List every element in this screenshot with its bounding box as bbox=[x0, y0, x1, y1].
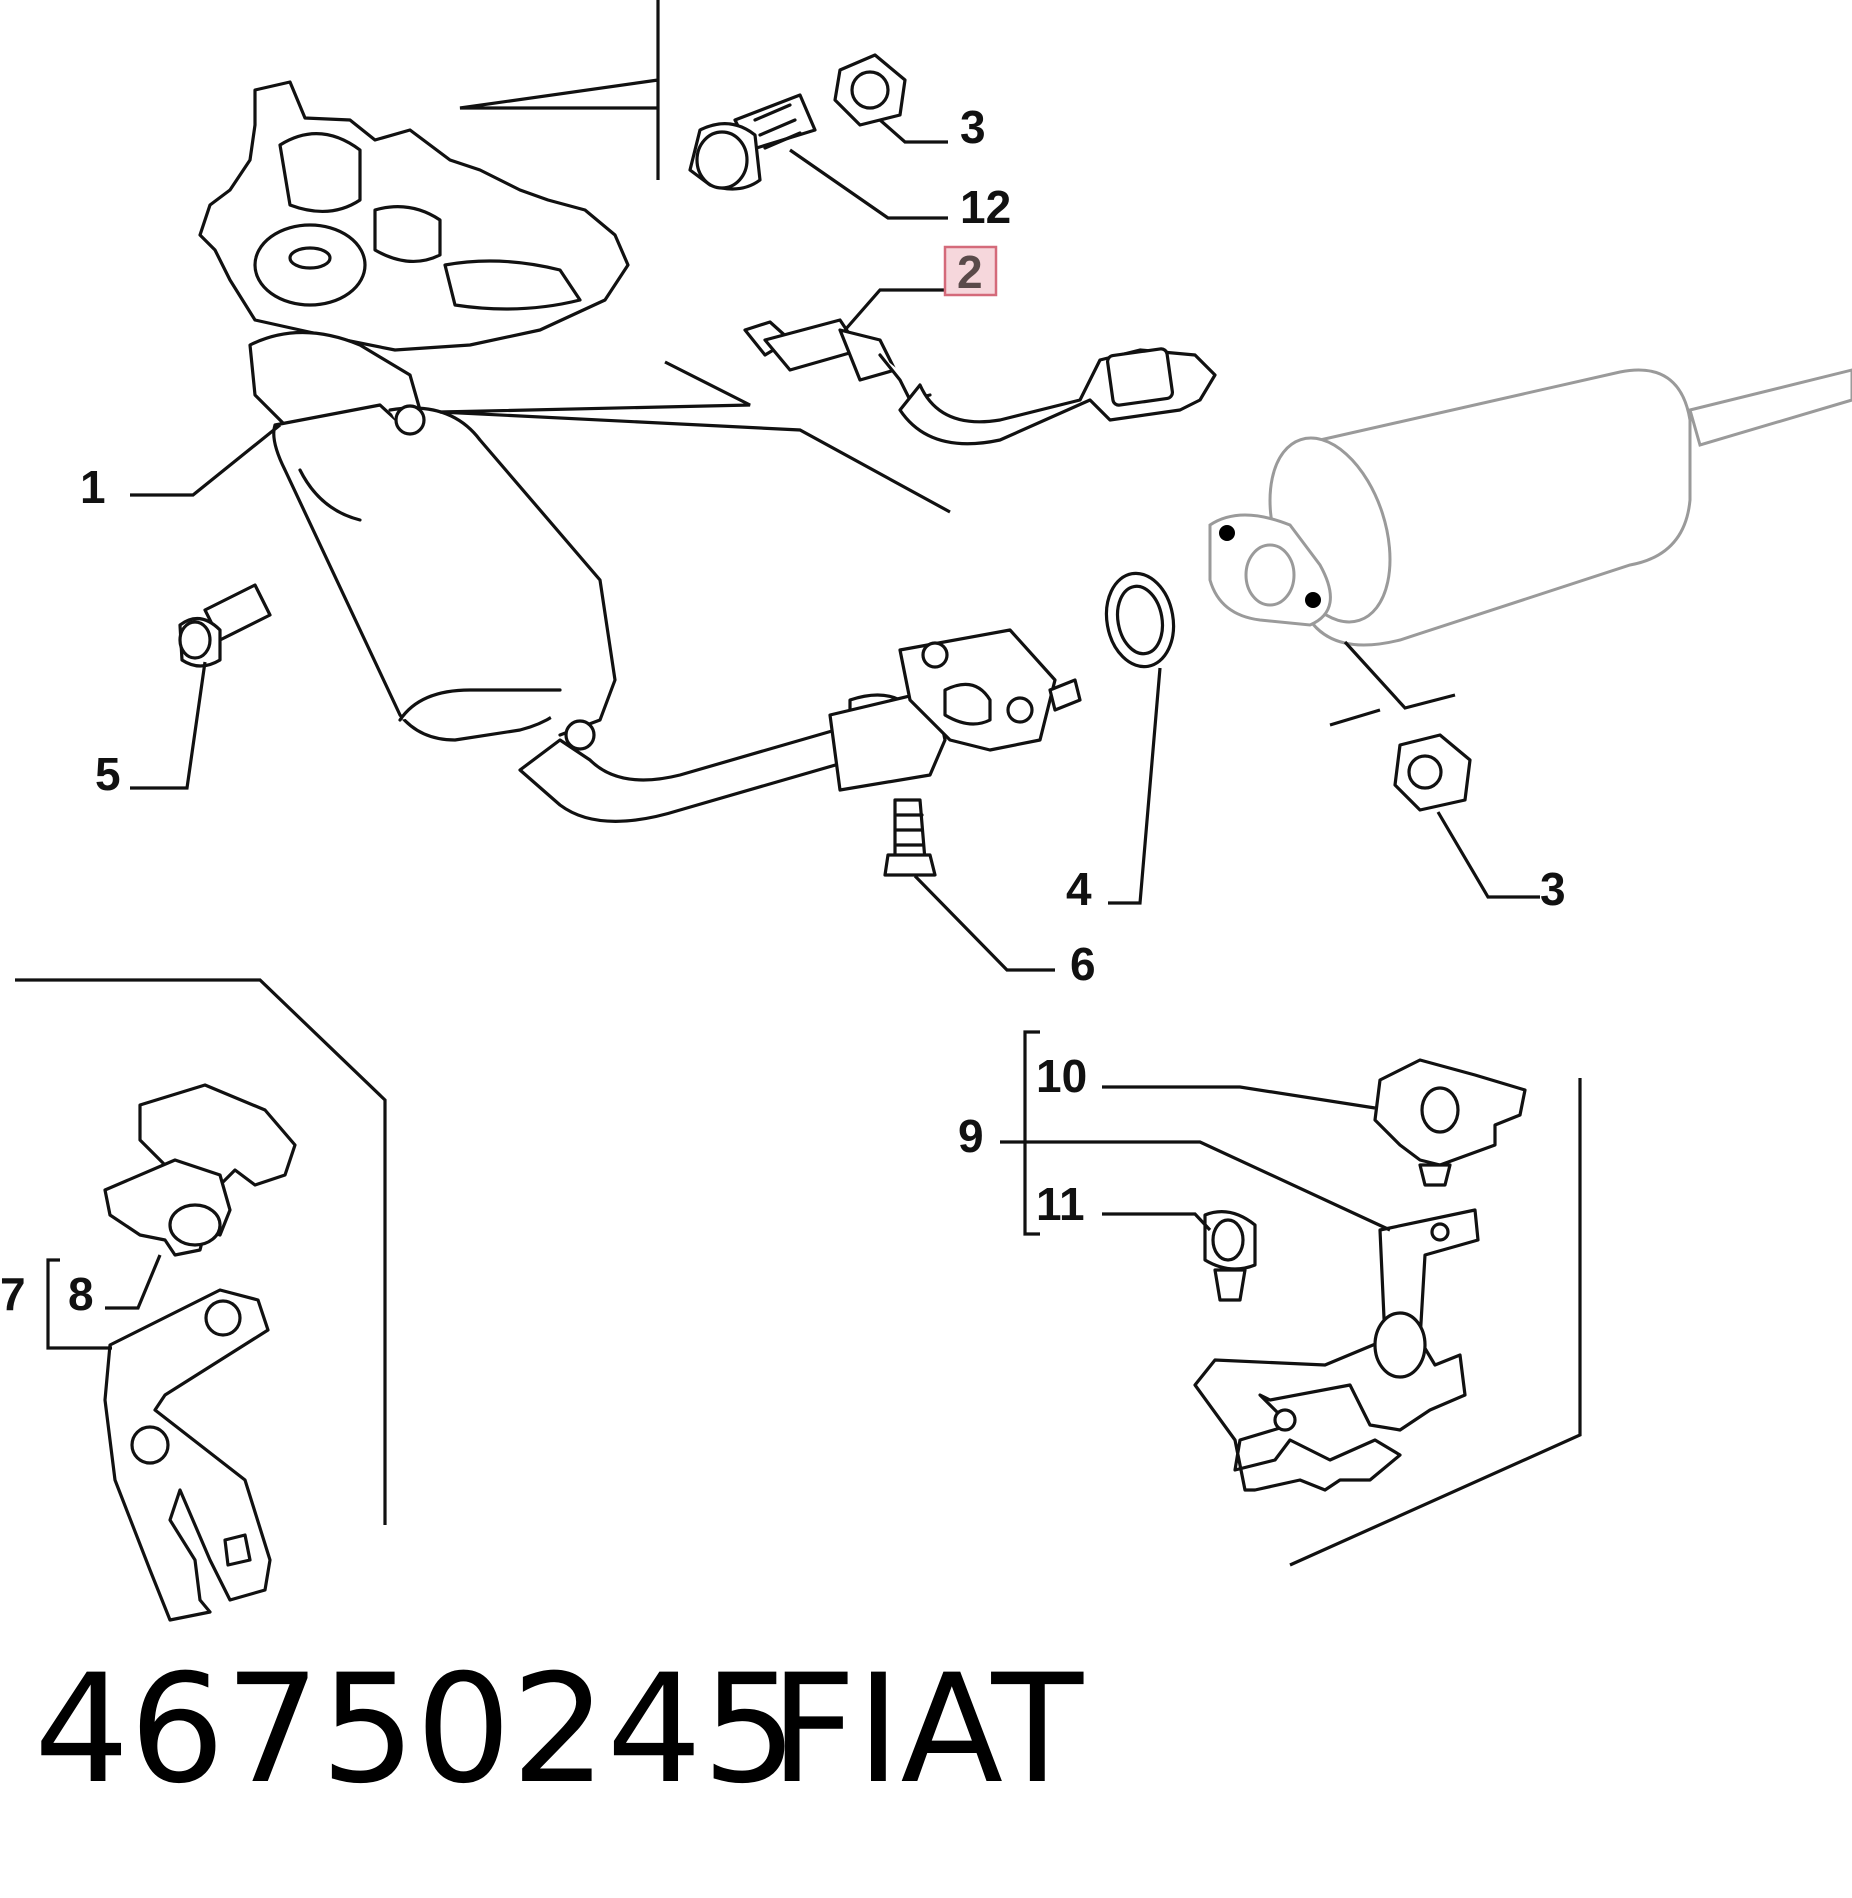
leader-2 bbox=[843, 288, 946, 332]
flange-bolt bbox=[688, 93, 817, 191]
leader-9 bbox=[1000, 1140, 1391, 1232]
leader-5 bbox=[130, 661, 207, 790]
leader-6 bbox=[913, 874, 1055, 972]
stud bbox=[883, 798, 937, 877]
leader-1 bbox=[130, 423, 282, 497]
part-number: 46750245 bbox=[34, 1643, 798, 1817]
bracket-right bbox=[1193, 1208, 1480, 1492]
callout-2: 2 bbox=[957, 246, 983, 298]
callout-8: 8 bbox=[68, 1268, 94, 1320]
leader-11 bbox=[1102, 1212, 1212, 1232]
brand-name: FIAT bbox=[770, 1643, 1084, 1817]
callout-12: 12 bbox=[960, 181, 1011, 233]
break-line-top bbox=[459, 0, 660, 180]
callout-2-highlight bbox=[943, 245, 998, 297]
leader-12 bbox=[789, 148, 948, 220]
clamp-10 bbox=[1373, 1058, 1527, 1187]
leader-8 bbox=[105, 1254, 162, 1310]
clamp-11 bbox=[1203, 1210, 1257, 1302]
frame-right-inset bbox=[1289, 1078, 1582, 1567]
leader-4 bbox=[1108, 667, 1162, 905]
callout-9: 9 bbox=[958, 1110, 984, 1162]
exhaust-manifold-catalyst bbox=[198, 80, 1082, 823]
nut-right bbox=[1393, 733, 1472, 812]
gasket-ring bbox=[1104, 571, 1176, 669]
frame-left-inset bbox=[15, 978, 387, 1525]
silencer-ghost bbox=[1208, 368, 1852, 647]
callout-4: 4 bbox=[1066, 863, 1092, 915]
callout-3-right: 3 bbox=[1540, 863, 1566, 915]
break-line-mid bbox=[439, 360, 951, 514]
bracket-left bbox=[103, 1288, 272, 1622]
oxygen-sensor bbox=[743, 318, 1217, 446]
callout-11: 11 bbox=[1036, 1178, 1085, 1230]
leader-3b bbox=[1436, 811, 1540, 899]
leader-10 bbox=[1102, 1085, 1376, 1110]
bracket-9 bbox=[1023, 1030, 1040, 1236]
nut-top bbox=[833, 53, 907, 127]
leader-7 bbox=[46, 1258, 112, 1350]
leader-3a bbox=[878, 118, 948, 144]
callout-6: 6 bbox=[1070, 938, 1096, 990]
callout-10: 10 bbox=[1036, 1050, 1087, 1102]
callout-7: 7 bbox=[0, 1268, 26, 1320]
clamp-left bbox=[103, 1083, 297, 1257]
callout-5: 5 bbox=[95, 748, 121, 800]
break-line-silencer bbox=[1329, 640, 1456, 727]
bolt-left bbox=[178, 583, 272, 668]
callout-3-top: 3 bbox=[960, 101, 986, 153]
callout-1: 1 bbox=[80, 461, 106, 513]
